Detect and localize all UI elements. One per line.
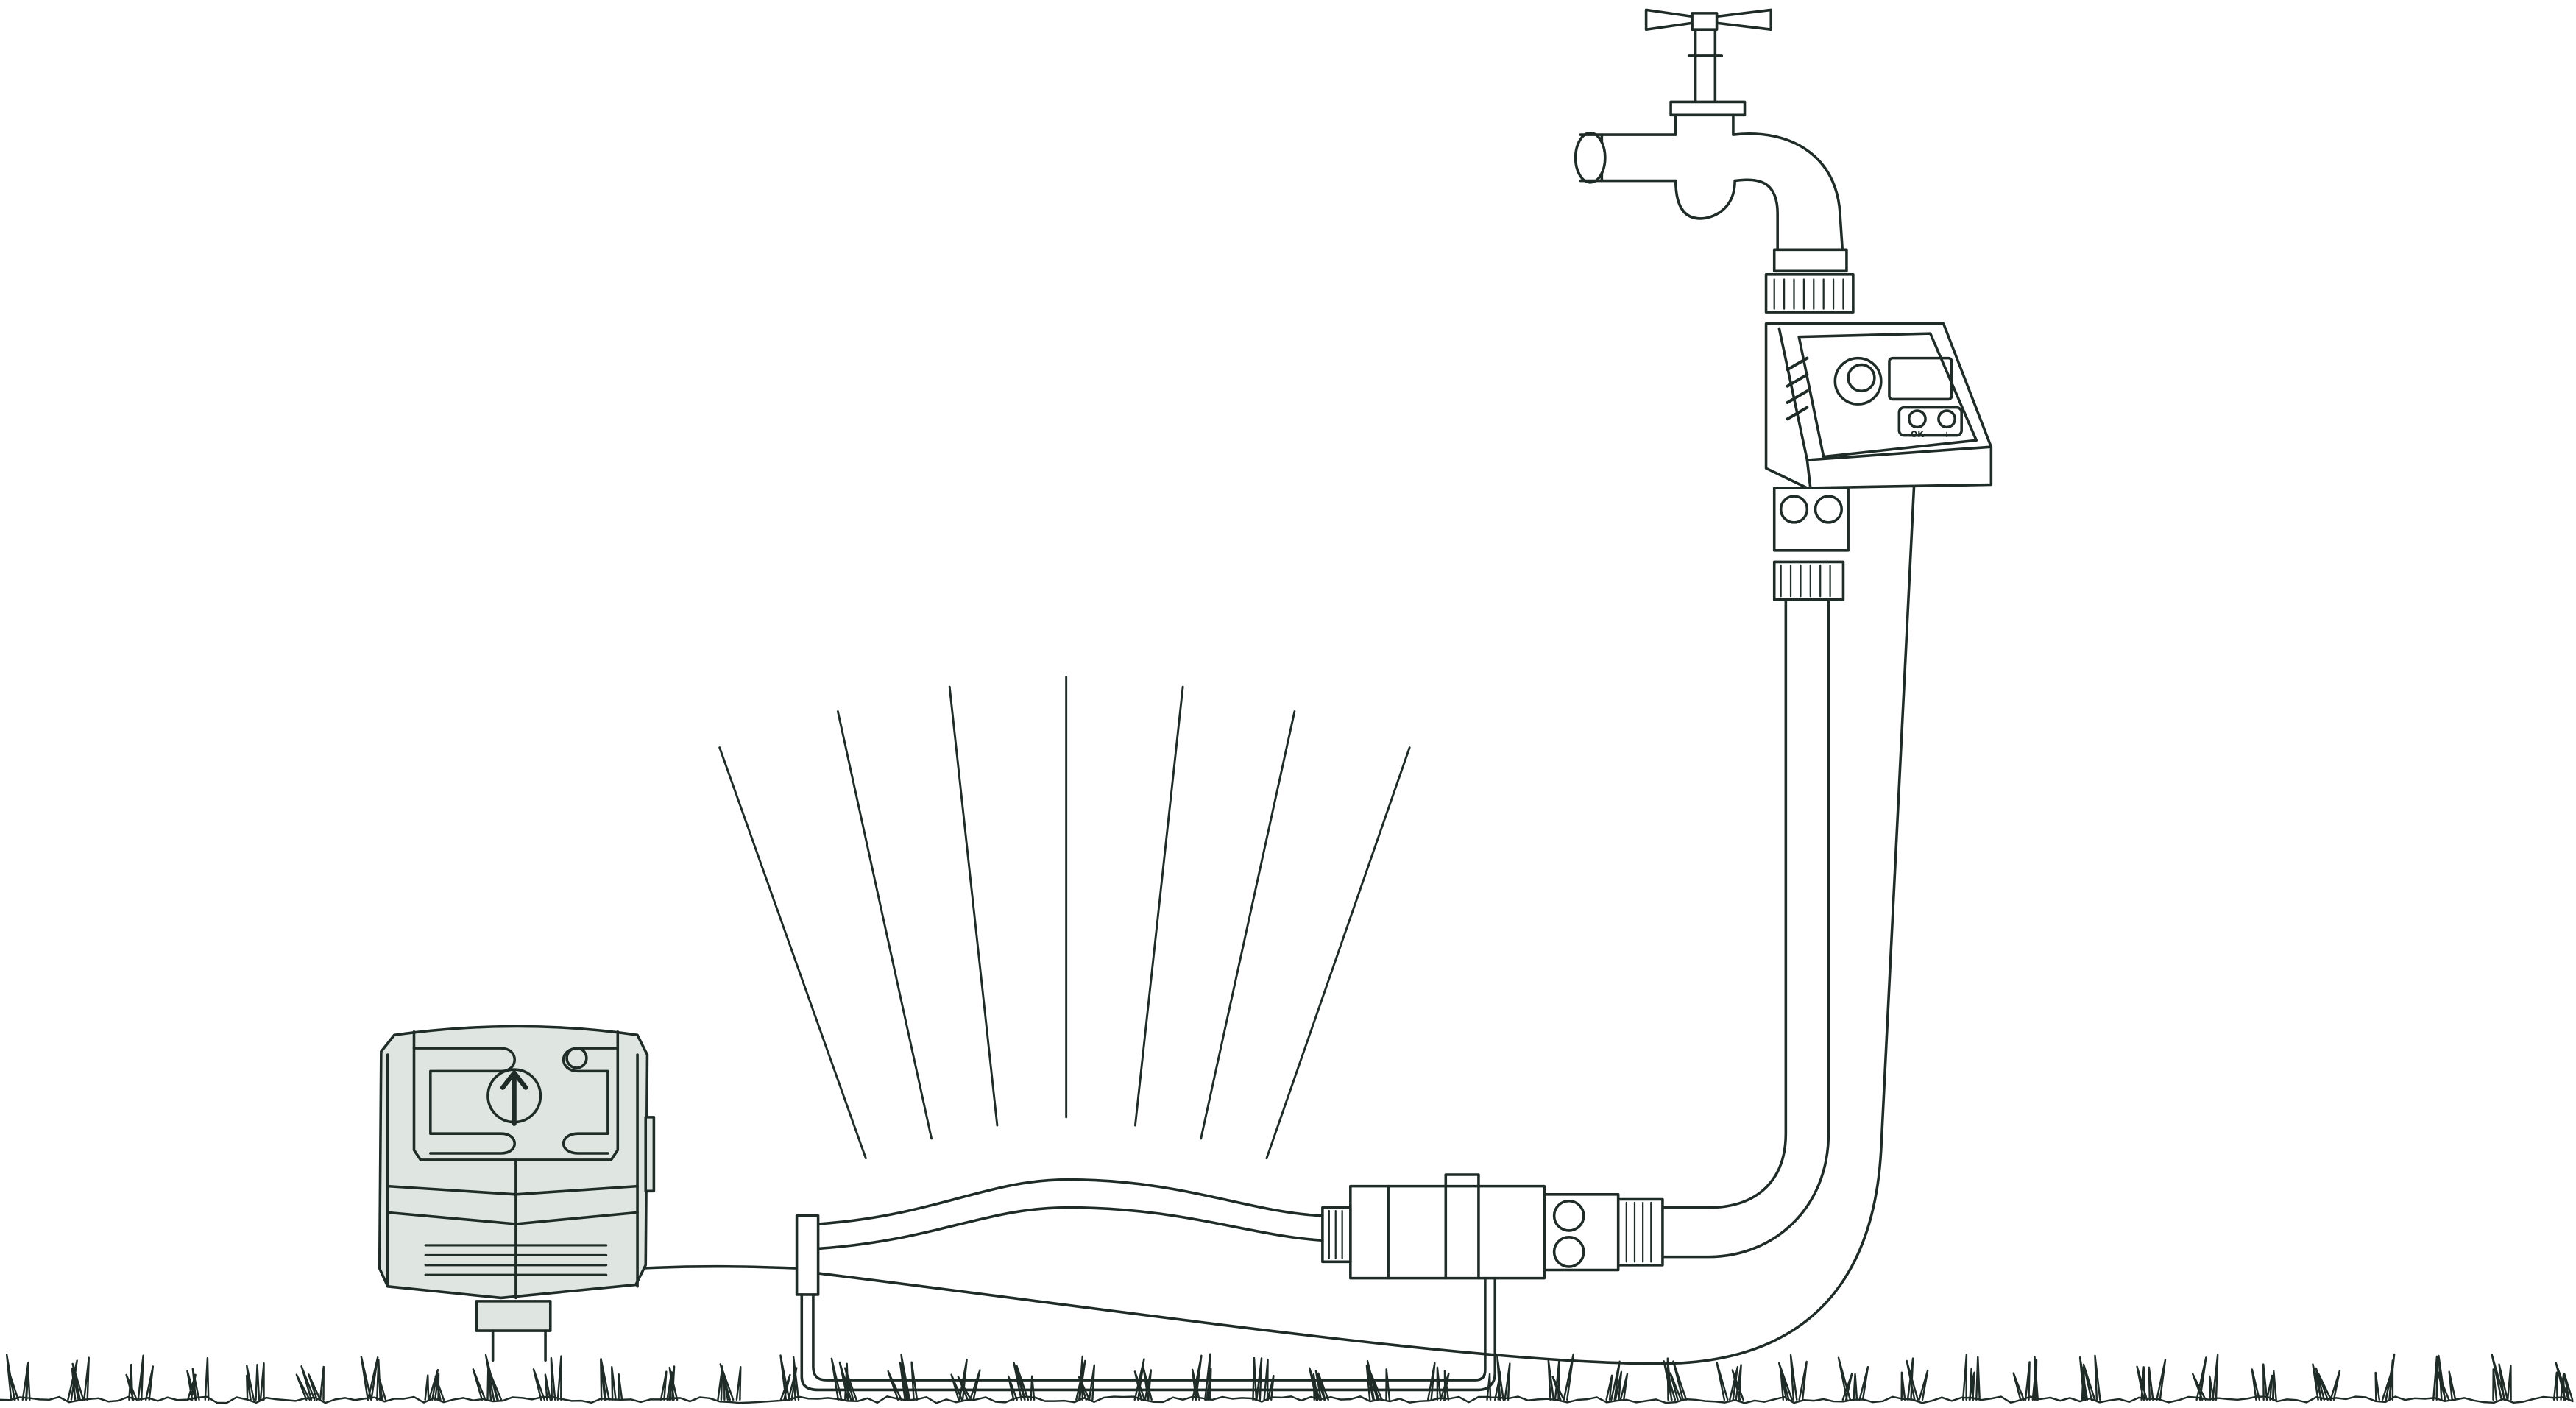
- timer-outlet-nut: [1772, 560, 1845, 601]
- faucet: [1574, 8, 1855, 314]
- faucet-spout-end: [1574, 132, 1607, 184]
- sprinkler-hose: [816, 1178, 1324, 1250]
- faucet-body: [1600, 113, 1845, 264]
- timer-button-plus[interactable]: [1937, 409, 1957, 429]
- timer-ok-label: OK: [1911, 430, 1924, 439]
- hose-connector: [1321, 1173, 1664, 1280]
- timer-button-ok[interactable]: [1907, 409, 1927, 429]
- sensor-adapter: [1349, 1184, 1546, 1280]
- supply-hose: [1661, 598, 1830, 1259]
- grass-ground: [0, 1353, 2574, 1404]
- sensor-cable: [639, 1264, 800, 1270]
- timer-plus-label: +: [1943, 430, 1950, 439]
- timer-display: [1888, 356, 1953, 401]
- timer-dial[interactable]: [1833, 356, 1883, 406]
- drip-loop: [800, 1276, 1497, 1392]
- water-timer: OK +: [1764, 322, 1993, 601]
- tee-connector: [795, 1214, 820, 1296]
- spray-lines: [718, 676, 1411, 1160]
- timer-sensor-cable: [816, 487, 1916, 1365]
- faucet-nut: [1764, 273, 1855, 314]
- rain-sensor: [378, 1025, 656, 1362]
